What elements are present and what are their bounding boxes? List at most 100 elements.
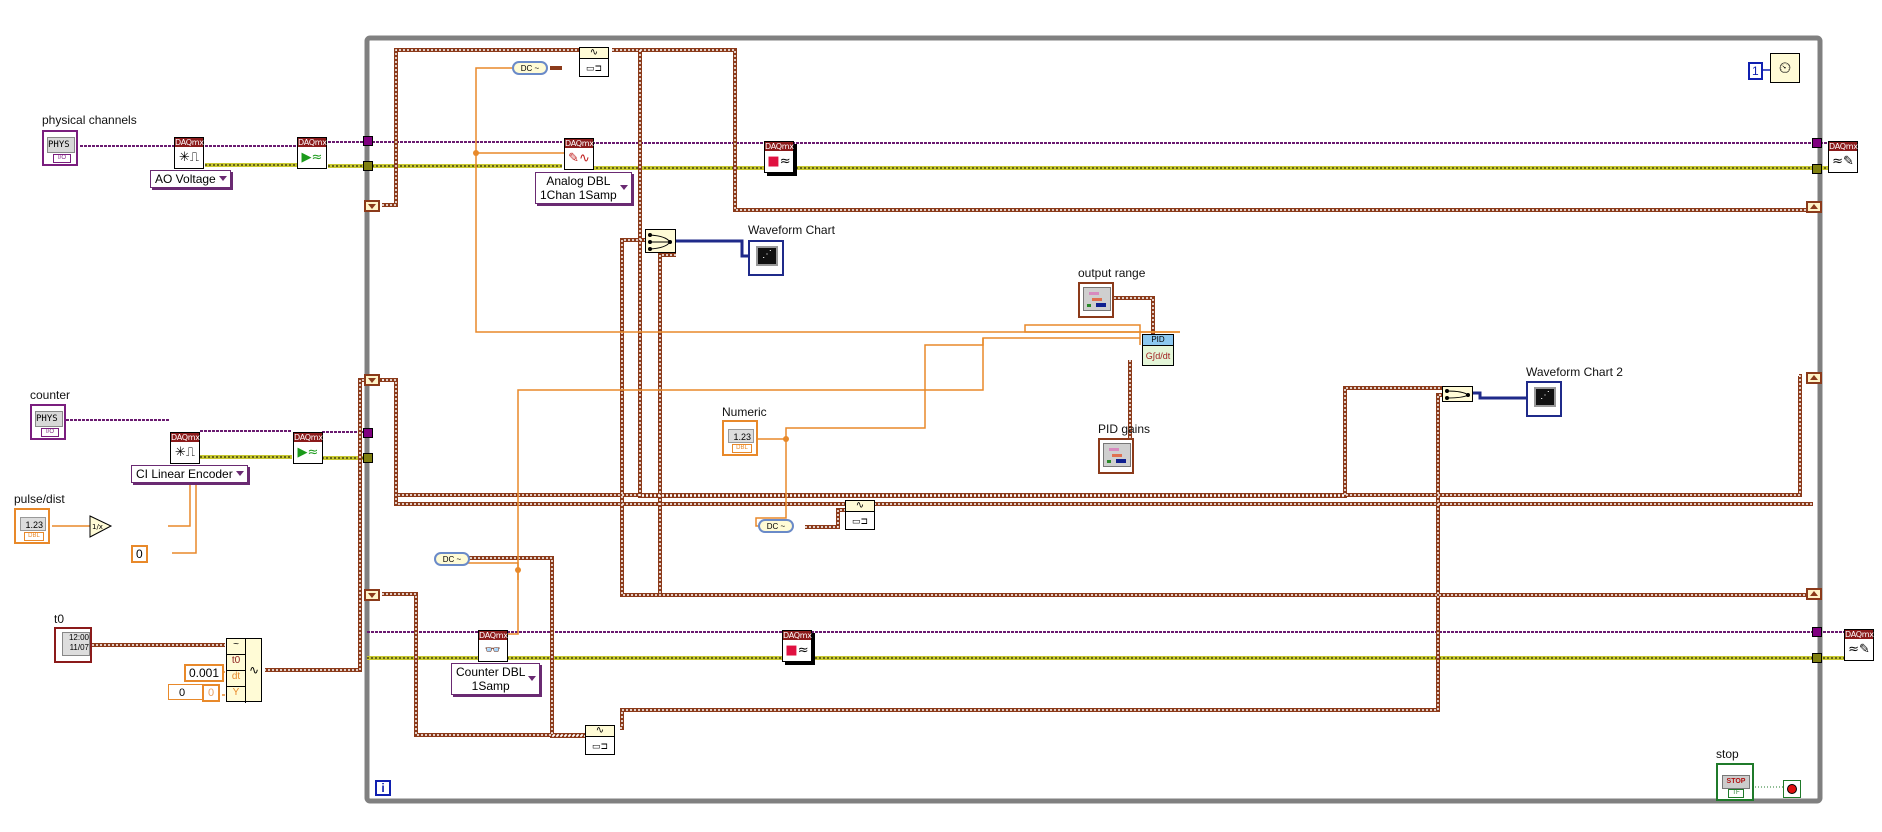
- shift-register-up-icon: [1810, 591, 1818, 596]
- counter-value[interactable]: PHYS: [35, 411, 63, 427]
- reciprocal-icon: 1/x: [89, 515, 113, 538]
- daqmx-read-counter[interactable]: DAQmx 👓: [478, 630, 508, 662]
- chart-graph-icon: ⋰: [756, 246, 778, 266]
- daqmx-write-ao[interactable]: DAQmx ✎∿: [564, 138, 594, 170]
- waveform-icon: ∿: [846, 501, 874, 512]
- stop-button-text[interactable]: STOP: [1722, 775, 1750, 789]
- daqmx-header: DAQmx: [298, 138, 327, 147]
- dc-waveform-ao[interactable]: DC ~: [512, 61, 548, 75]
- daqmx-stop-task-ci[interactable]: DAQmx ■≈: [782, 630, 812, 662]
- error-tunnel-ao-out: [1812, 164, 1822, 174]
- loop-condition-terminal[interactable]: [1783, 780, 1801, 798]
- analog-dbl-selector[interactable]: Analog DBL 1Chan 1Samp: [535, 172, 632, 204]
- dropdown-arrow-icon: [619, 185, 628, 190]
- numeric-control[interactable]: 1.23 DBL: [722, 420, 758, 456]
- chart-graph-icon: ⋰: [1534, 387, 1556, 407]
- wait-until-next-ms-function[interactable]: ⏲: [1770, 53, 1800, 83]
- shift-register-right-2[interactable]: [1806, 372, 1822, 384]
- shift-register-up-icon: [1810, 204, 1818, 209]
- dc-waveform-setpoint[interactable]: DC ~: [758, 519, 794, 533]
- ao-voltage-text: AO Voltage: [155, 172, 216, 186]
- dropdown-arrow-icon: [218, 176, 227, 181]
- io-type-tag: I/O: [41, 428, 59, 437]
- append-waveform-setpoint[interactable]: ∿ ▭⊐: [845, 500, 875, 530]
- t0-timestamp-control[interactable]: 12:00 11/07: [54, 627, 92, 663]
- build-waveform-function[interactable]: ~ t0 dt Y ∿: [226, 638, 262, 703]
- daqmx-header: DAQmx: [294, 433, 323, 442]
- daqmx-header: DAQmx: [1845, 630, 1874, 639]
- daqmx-header: DAQmx: [479, 631, 508, 640]
- dbl-type-tag: DBL: [24, 532, 44, 541]
- physical-channels-control[interactable]: PHYS I/O: [42, 130, 78, 166]
- shift-register-left-1[interactable]: [364, 200, 380, 212]
- pid-gains-control[interactable]: [1098, 438, 1134, 474]
- append-icon: ▭⊐: [851, 516, 869, 526]
- pulse-dist-value[interactable]: 1.23: [20, 517, 46, 531]
- daqmx-header: DAQmx: [765, 142, 794, 151]
- write-icon: ✎∿: [568, 151, 590, 166]
- merge-signals-1[interactable]: [645, 229, 676, 253]
- pid-gains-label: PID gains: [1098, 422, 1151, 436]
- pid-icon: G∫d/dt: [1145, 351, 1171, 361]
- shift-register-left-2[interactable]: [364, 374, 380, 386]
- daqmx-clear-task-ci[interactable]: DAQmx ≈✎: [1844, 629, 1874, 661]
- append-waveform-counter[interactable]: ∿ ▭⊐: [585, 725, 615, 755]
- daqmx-header: DAQmx: [1829, 142, 1858, 151]
- daqmx-start-task-ao[interactable]: DAQmx ▶≈: [297, 137, 327, 169]
- physical-channels-label: physical channels: [42, 113, 137, 127]
- waveform-chart-label: Waveform Chart: [748, 223, 835, 237]
- waveform-chart-2-label: Waveform Chart 2: [1526, 365, 1623, 379]
- waveform-chart-indicator[interactable]: ⋰: [748, 240, 784, 276]
- svg-text:1/x: 1/x: [92, 523, 103, 531]
- y-input: Y: [232, 687, 240, 698]
- waveform-icon: ∿: [580, 48, 608, 59]
- daqmx-header: DAQmx: [175, 138, 204, 147]
- ci-linear-encoder-selector[interactable]: CI Linear Encoder: [131, 465, 248, 483]
- daqmx-clear-task-ao[interactable]: DAQmx ≈✎: [1828, 141, 1858, 173]
- tf-type-tag: TF: [1728, 789, 1744, 798]
- merge-icon: [648, 233, 672, 251]
- append-waveform-ao[interactable]: ∿ ▭⊐: [579, 47, 609, 77]
- daqmx-start-task-ci[interactable]: DAQmx ▶≈: [293, 432, 323, 464]
- stop-label: stop: [1716, 747, 1739, 761]
- counter-label: counter: [30, 388, 71, 402]
- stop-button-control[interactable]: STOP TF: [1716, 763, 1754, 801]
- wait-ms-constant[interactable]: 1: [1748, 62, 1763, 80]
- shift-register-right-3[interactable]: [1806, 588, 1822, 600]
- counter-dbl-line1: Counter DBL: [456, 665, 526, 679]
- while-loop-frame: [364, 35, 1823, 804]
- ci-linear-encoder-text: CI Linear Encoder: [136, 467, 233, 481]
- t0-date: 11/07: [69, 643, 89, 652]
- counter-control[interactable]: PHYS I/O: [30, 404, 66, 440]
- pulse-dist-control[interactable]: 1.23 DBL: [14, 508, 50, 544]
- daqmx-stop-task-ao[interactable]: DAQmx ■≈: [764, 141, 794, 173]
- daqmx-create-channel-ci[interactable]: DAQmx ✳⎍: [170, 432, 200, 464]
- dt-constant[interactable]: 0.001: [184, 664, 225, 682]
- t0-value[interactable]: 12:00 11/07: [62, 632, 90, 656]
- y-index-control[interactable]: 0: [168, 684, 204, 700]
- daqmx-create-channel-ao[interactable]: DAQmx ✳⎍: [174, 137, 204, 169]
- shift-register-down-icon: [368, 204, 376, 209]
- create-channel-icon: ✳⎍: [179, 150, 199, 165]
- numeric-value[interactable]: 1.23: [728, 429, 754, 443]
- stop-task-icon: ■≈: [767, 154, 791, 169]
- shift-register-right-1[interactable]: [1806, 201, 1822, 213]
- daqmx-header: DAQmx: [783, 631, 812, 640]
- dropdown-arrow-icon: [528, 676, 537, 681]
- physical-channels-value[interactable]: PHYS: [47, 137, 75, 153]
- pid-function[interactable]: PID G∫d/dt: [1142, 334, 1174, 366]
- counter-dbl-selector[interactable]: Counter DBL 1Samp: [451, 663, 541, 695]
- error-tunnel-ao-in: [363, 161, 373, 171]
- shift-register-left-3[interactable]: [364, 589, 380, 601]
- output-range-control[interactable]: [1078, 282, 1114, 318]
- dc-waveform-counter[interactable]: DC ~: [434, 552, 470, 566]
- read-icon: 👓: [484, 643, 502, 658]
- encoder-initial-constant[interactable]: 0: [131, 545, 148, 563]
- t0-time: 12:00: [68, 633, 89, 642]
- y-array-constant[interactable]: 0: [202, 684, 220, 702]
- ao-voltage-selector[interactable]: AO Voltage: [150, 170, 231, 188]
- waveform-chart-2-indicator[interactable]: ⋰: [1526, 381, 1562, 417]
- merge-signals-2[interactable]: [1442, 386, 1473, 402]
- clear-task-icon: ≈✎: [1848, 642, 1870, 657]
